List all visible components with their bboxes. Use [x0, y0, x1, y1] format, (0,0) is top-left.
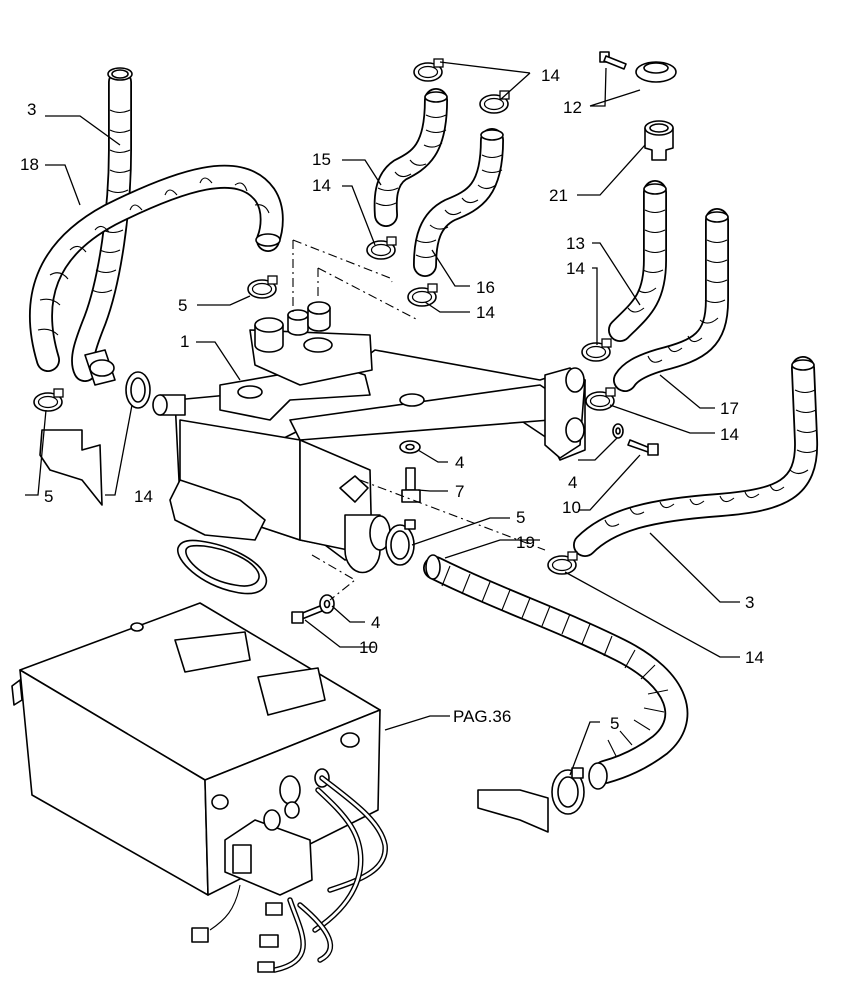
callout-4-top: 4 [455, 453, 464, 472]
assembly-lines [292, 239, 546, 601]
callout-5-mid: 5 [516, 508, 525, 527]
hose-18 [29, 164, 284, 372]
washer-4-top [399, 440, 421, 454]
hose-17 [613, 208, 729, 392]
callout-21: 21 [549, 186, 568, 205]
callout-5-bottom: 5 [610, 714, 619, 733]
hose-19 [423, 554, 689, 784]
hose-clamp-5-mid [385, 519, 416, 566]
hose-clamp-14-17 [585, 387, 616, 411]
hose-clamp-14-right [547, 551, 578, 575]
callout-14-right: 14 [745, 648, 764, 667]
flow-arrow-right [477, 789, 549, 833]
callout-14-13: 14 [566, 259, 585, 278]
callout-16: 16 [476, 278, 495, 297]
heater-unit [11, 602, 381, 896]
hose-16 [413, 128, 504, 277]
callout-14-15: 14 [312, 176, 331, 195]
screw-12 [599, 51, 627, 70]
washer-4-right [612, 423, 624, 439]
gasket-ring [177, 539, 268, 595]
callout-4-right: 4 [568, 473, 577, 492]
callout-14-left: 14 [134, 487, 153, 506]
callout-10-right: 10 [562, 498, 581, 517]
hose-clamp-5-left [33, 388, 64, 412]
callout-19: 19 [516, 533, 535, 552]
wiring-harness [191, 775, 388, 973]
callout-3-right: 3 [745, 593, 754, 612]
callout-5-left: 5 [44, 487, 53, 506]
callout-17: 17 [720, 399, 739, 418]
callout-14-16: 14 [476, 303, 495, 322]
hose-3-left [71, 67, 133, 382]
hose-19-end [588, 762, 608, 790]
callout-15: 15 [312, 150, 331, 169]
callout-14-top: 14 [541, 66, 560, 85]
leader-lines [25, 61, 740, 776]
hose-clamp-14-15 [366, 236, 397, 260]
callout-18: 18 [20, 155, 39, 174]
hose-clamp-5-top [247, 275, 278, 299]
callout-page-ref: PAG.36 [453, 707, 511, 726]
callout-1: 1 [180, 332, 189, 351]
callout-14-17: 14 [720, 425, 739, 444]
hose-3-right [573, 356, 819, 557]
hose-clamp-5-bottom [551, 767, 585, 815]
callout-12: 12 [563, 98, 582, 117]
flow-arrow-left [39, 429, 103, 506]
callout-labels: 3 18 5 1 5 14 15 14 14 16 14 12 21 13 14… [20, 66, 764, 733]
callout-4-bottom: 4 [371, 613, 380, 632]
callout-10-bottom: 10 [359, 638, 378, 657]
bolt-10-bottom [291, 605, 323, 624]
hose-clamp-14-16 [407, 283, 438, 307]
hose-13 [608, 180, 667, 342]
callout-5-top: 5 [178, 296, 187, 315]
manifold-body [84, 301, 586, 574]
hose-clamp-14-left [125, 371, 151, 409]
hose-clamp-14-top-a [413, 58, 444, 82]
bolt-7 [401, 467, 421, 503]
hose-15 [373, 88, 448, 227]
bolt-10-right [627, 439, 659, 456]
callout-7: 7 [455, 482, 464, 501]
callout-3-left: 3 [27, 100, 36, 119]
grommet-12 [635, 61, 677, 83]
hose-clamp-14-top-b [479, 90, 510, 114]
plug-21 [644, 120, 674, 161]
callout-13: 13 [566, 234, 585, 253]
